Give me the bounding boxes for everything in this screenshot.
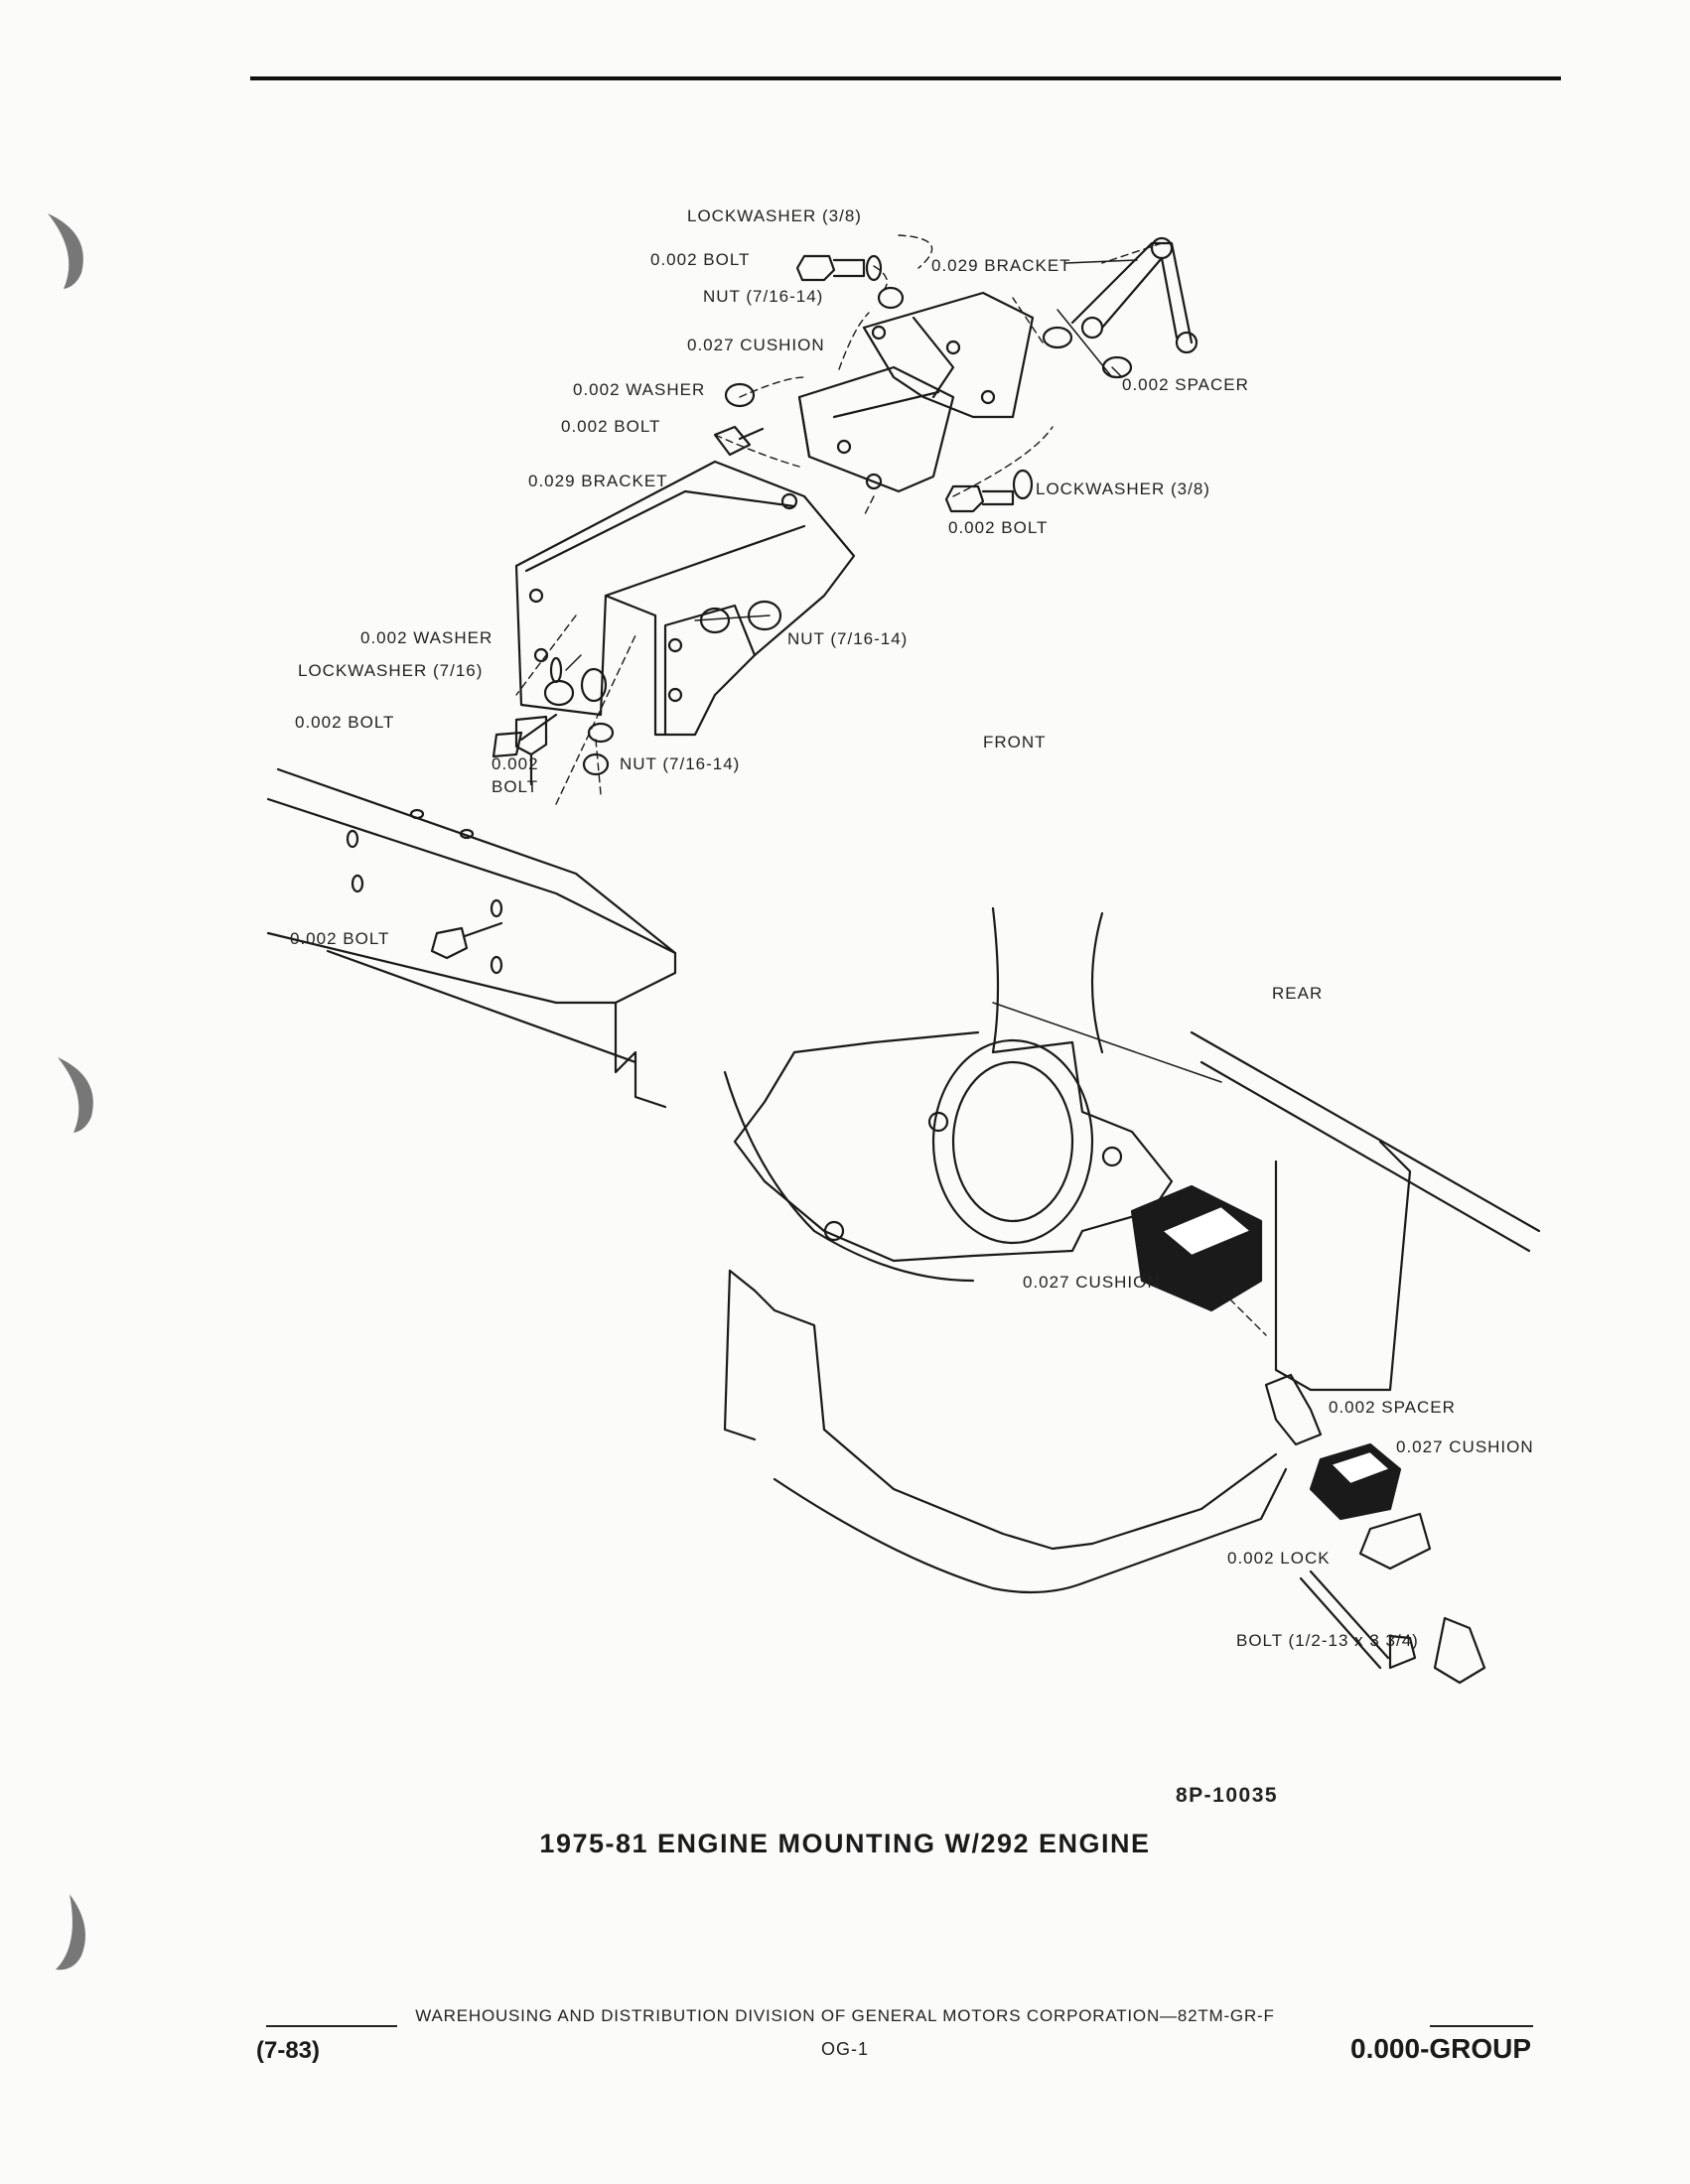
callout-label: NUT (7/16-14) (620, 754, 741, 773)
front-lower-bracket (514, 460, 856, 737)
callout-label: 0.027 CUSHION (1396, 1437, 1534, 1456)
callout-label: LOCKWASHER (3/8) (1036, 479, 1210, 498)
top-rule (250, 76, 1561, 80)
callout-label: 0.029 BRACKET (528, 472, 668, 490)
rear-cushion (1130, 1184, 1486, 1685)
footer-page-number: OG-1 (820, 2039, 869, 2059)
footer-publisher: WAREHOUSING AND DISTRIBUTION DIVISION OF… (415, 2006, 1275, 2025)
front-cushion (797, 365, 955, 493)
crossmember (723, 1030, 1541, 1594)
callout-label: NUT (7/16-14) (703, 287, 824, 306)
binder-hole-icon (48, 213, 83, 289)
hardware-parts (430, 254, 1417, 1670)
callout-label: 0.002 (492, 754, 539, 773)
callout-label: 0.002 BOLT (948, 518, 1049, 537)
callout-label: 0.002 WASHER (573, 380, 706, 399)
transmission-housing (723, 906, 1174, 1283)
callout-label: 0.002 SPACER (1122, 375, 1249, 394)
footer-date: (7-83) (256, 2037, 321, 2064)
footer-group: 0.000-GROUP (1350, 2033, 1532, 2064)
callout-label: LOCKWASHER (7/16) (298, 661, 484, 680)
callout-label: 0.027 CUSHION (1023, 1273, 1161, 1292)
callout-label: 0.002 WASHER (360, 628, 493, 647)
callout-label: 0.002 BOLT (290, 929, 390, 948)
callout-label: 0.002 BOLT (295, 713, 395, 732)
frame-rail (266, 767, 677, 1109)
footer-rule (0, 2015, 1690, 2039)
callout-label: FRONT (983, 733, 1047, 751)
callout-label: LOCKWASHER (3/8) (687, 206, 862, 225)
leader-lines (515, 234, 1267, 1336)
callout-label: 0.002 LOCK (1227, 1549, 1331, 1568)
figure-caption: 1975-81 ENGINE MOUNTING W/292 ENGINE (539, 1829, 1151, 1858)
binder-hole-icon (56, 1894, 85, 1971)
callout-label: 0.002 BOLT (561, 417, 661, 436)
callout-label: 0.002 BOLT (650, 250, 751, 269)
callout-label: BOLT (1/2-13 x 3 3/4) (1236, 1631, 1419, 1650)
binder-hole-icon (58, 1057, 93, 1133)
pointer-lines (565, 259, 1222, 1292)
callout-label: BOLT (492, 777, 539, 796)
figure-reference-number: 8P-10035 (1176, 1784, 1279, 1807)
callout-label: NUT (7/16-14) (787, 629, 909, 648)
callout-label: 0.002 SPACER (1329, 1398, 1456, 1417)
callout-label: 0.029 BRACKET (931, 256, 1071, 275)
callout-label: 0.027 CUSHION (687, 336, 825, 354)
callout-label: REAR (1272, 984, 1324, 1003)
